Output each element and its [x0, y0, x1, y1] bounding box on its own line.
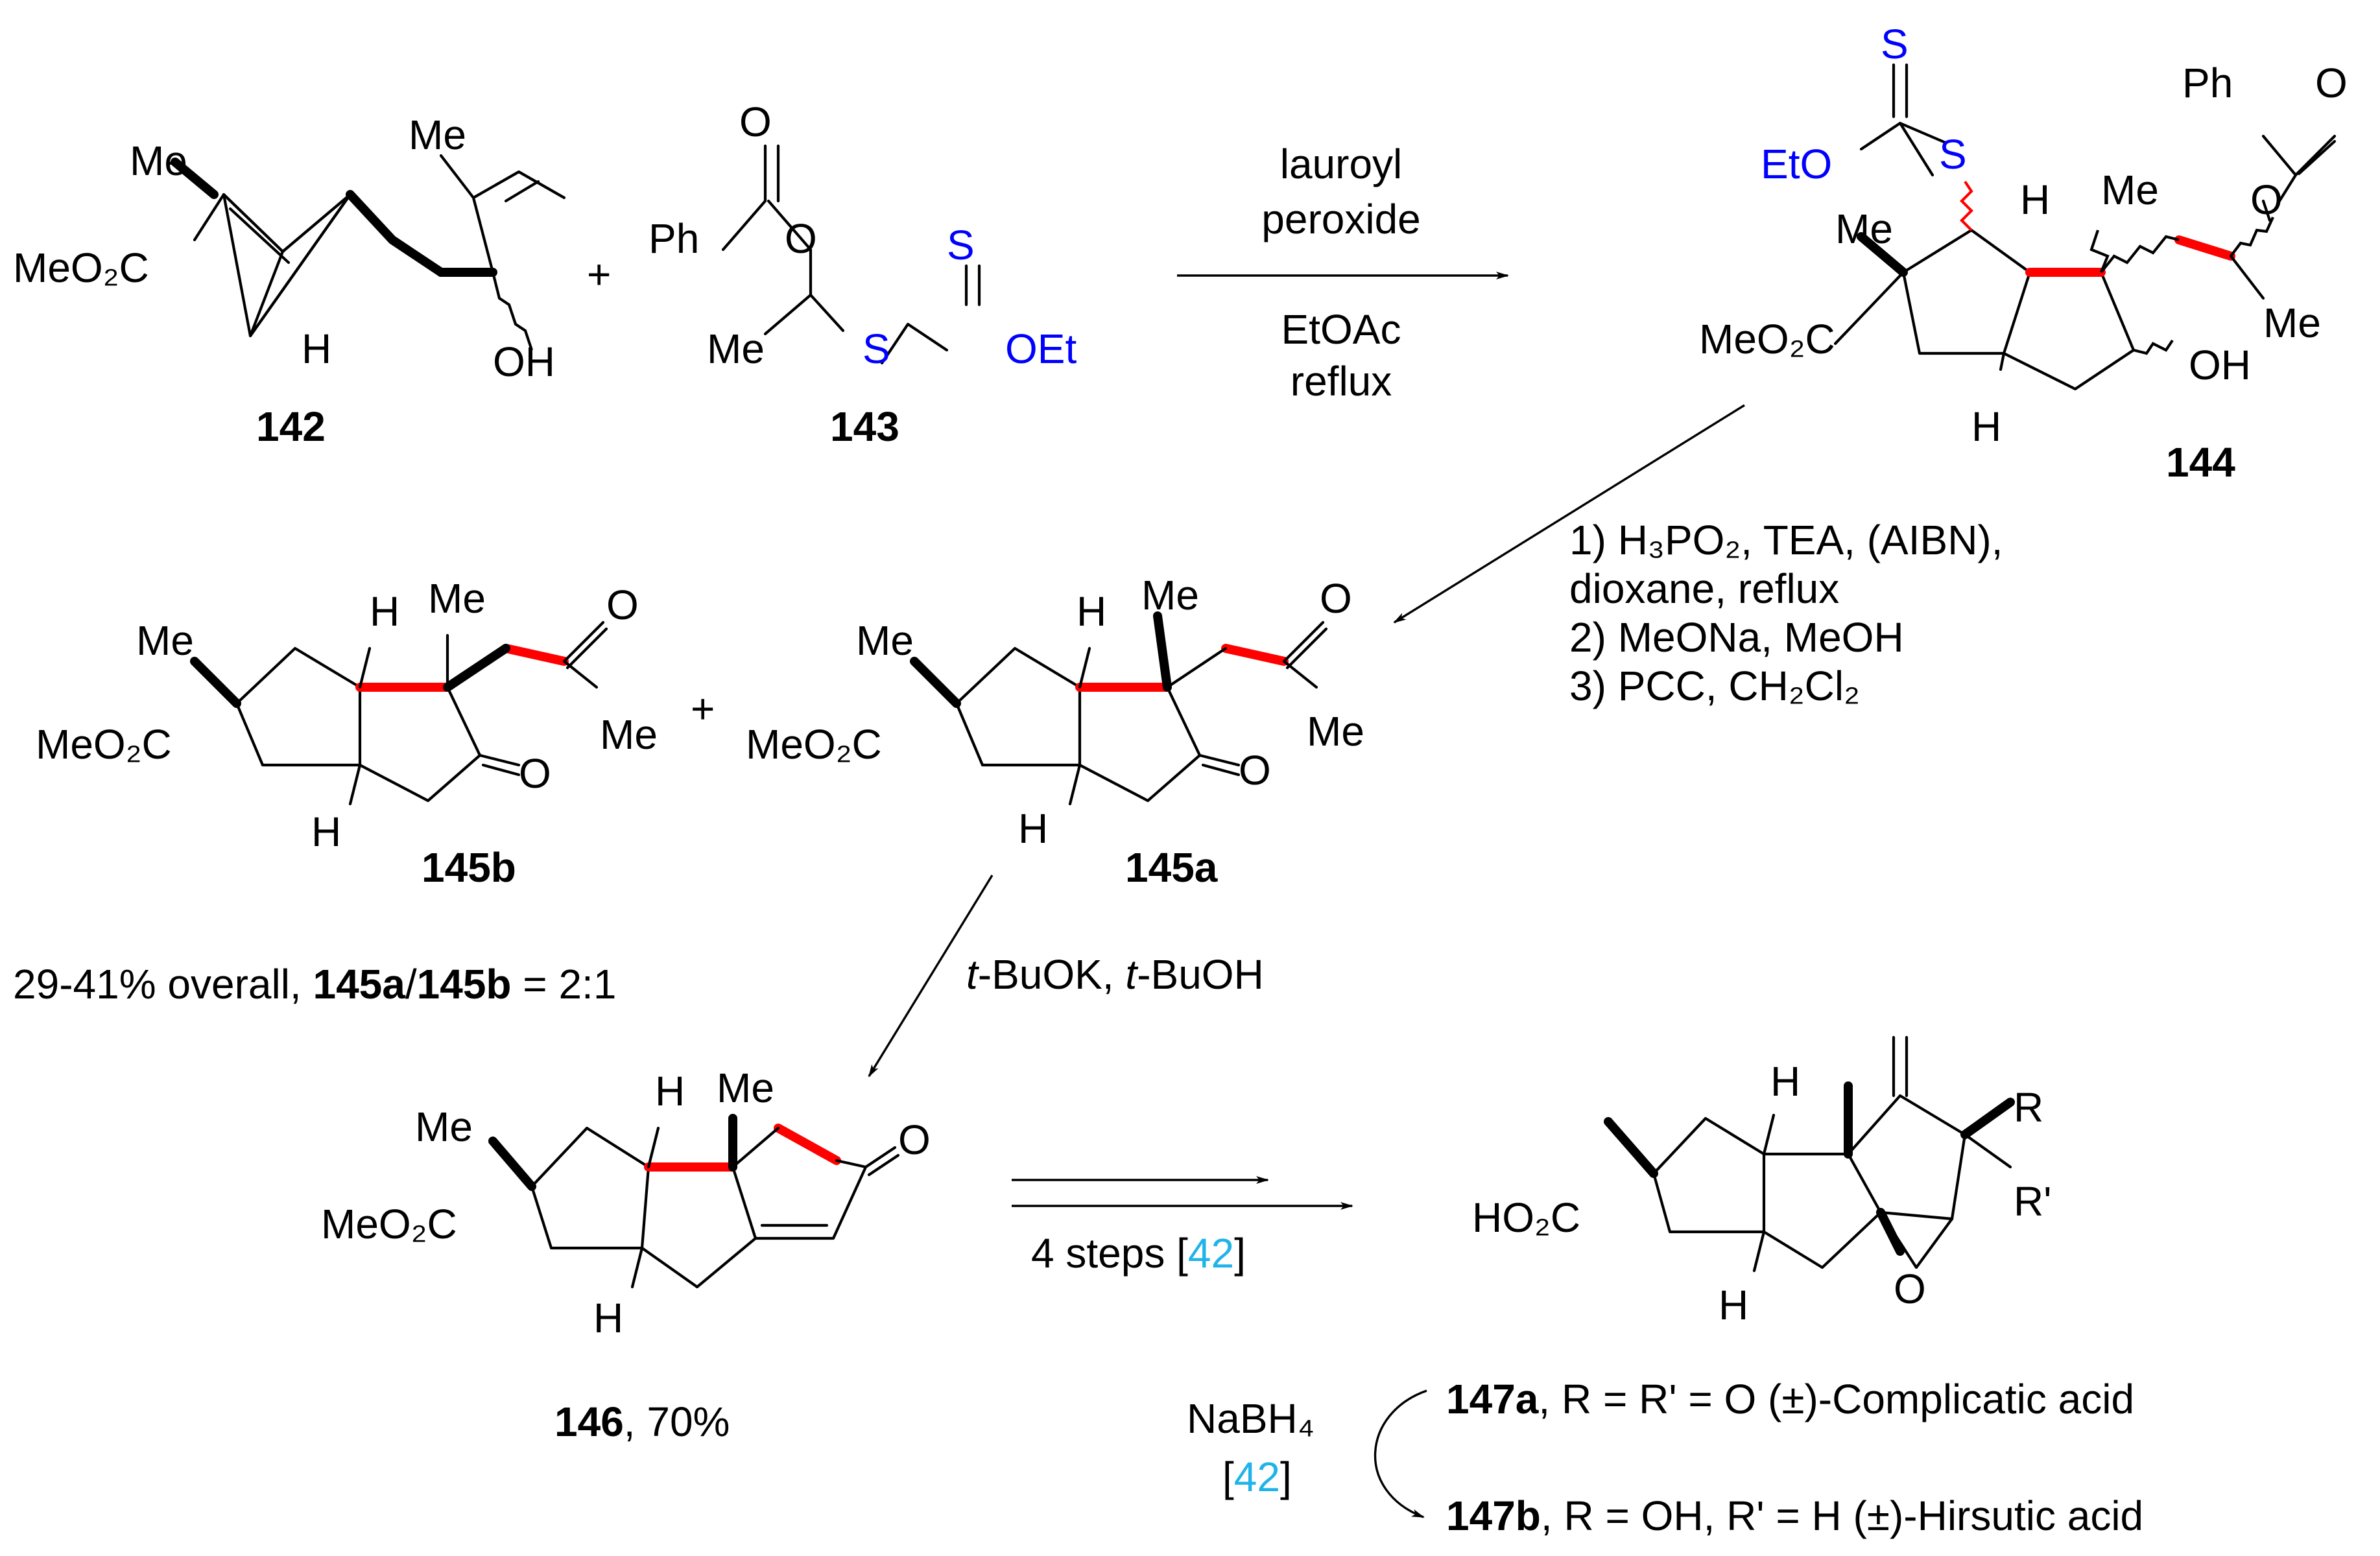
conditions-step5: NaBH₄ [42] [1187, 1395, 1315, 1500]
reaction-arrow-4 [1012, 1176, 1353, 1210]
atom-me: Me [415, 1103, 473, 1150]
svg-text:2) MeONa, MeOH: 2) MeONa, MeOH [1569, 614, 1904, 661]
svg-text:NaBH₄: NaBH₄ [1187, 1395, 1315, 1442]
atom-o: O [739, 99, 772, 145]
atom-me: Me [856, 617, 914, 664]
atom-me: Me [1835, 206, 1893, 252]
compound-142: Me MeO₂C H Me OH 142 [13, 112, 566, 450]
atom-me: Me [1307, 708, 1364, 755]
atom-h: H [593, 1295, 623, 1341]
label-145a: 145a [1125, 844, 1218, 891]
atom-h: H [1719, 1282, 1748, 1328]
svg-text:1) H₃PO₂, TEA, (AIBN),: 1) H₃PO₂, TEA, (AIBN), [1569, 517, 2003, 563]
svg-text:reflux: reflux [1291, 358, 1392, 405]
label-142: 142 [256, 403, 326, 450]
atom-me: Me [707, 325, 765, 372]
atom-eto: EtO [1761, 141, 1832, 187]
atom-meo2c: MeO₂C [1699, 316, 1835, 362]
atom-s: S [863, 325, 890, 372]
atom-me: Me [717, 1065, 774, 1111]
conditions-step3: t-BuOK, t-BuOH [966, 951, 1264, 998]
atom-o: O [1894, 1266, 1926, 1312]
label-143: 143 [830, 403, 899, 450]
atom-me: Me [2263, 300, 2321, 346]
ratio-text: 29-41% overall, 145a/145b = 2:1 [13, 961, 616, 1008]
compound-147: H R R' HO₂C O H [1472, 1035, 2051, 1328]
atom-h: H [302, 325, 331, 372]
reaction-arrow-3 [868, 875, 994, 1078]
svg-text:dioxane, reflux: dioxane, reflux [1569, 565, 1839, 612]
atom-oh: OH [2189, 342, 2251, 388]
atom-meo2c: MeO₂C [13, 244, 149, 291]
atom-o: O [606, 582, 639, 628]
atom-h: H [311, 808, 341, 855]
curved-reduction-arrow [1374, 1389, 1427, 1518]
reaction-arrow-2 [1393, 404, 1745, 624]
atom-oet: OEt [1005, 325, 1077, 372]
atom-h: H [2020, 176, 2050, 223]
atom-me: Me [136, 617, 194, 664]
atom-h: H [1971, 403, 2001, 450]
atom-meo2c: MeO₂C [746, 721, 882, 768]
svg-text:[42]: [42] [1222, 1454, 1292, 1500]
compound-146: Me MeO₂C H Me O H 146, 70% [321, 1065, 931, 1445]
atom-o: O [1320, 575, 1352, 622]
atom-ph: Ph [649, 215, 699, 262]
atom-h: H [370, 588, 399, 635]
atom-o: O [785, 215, 817, 262]
atom-ho2c: HO₂C [1472, 1194, 1580, 1241]
atom-rprime: R' [2014, 1178, 2051, 1225]
atom-me: Me [428, 575, 486, 622]
atom-s: S [947, 222, 975, 268]
atom-o: O [898, 1116, 931, 1163]
atom-me: Me [1141, 572, 1199, 619]
label-147a: 147a, R = R' = O (±)-Complicatic acid [1446, 1376, 2134, 1422]
atom-s: S [1881, 21, 1909, 67]
conditions-step4: 4 steps [42] [1031, 1230, 1246, 1277]
svg-text:EtOAc: EtOAc [1281, 306, 1401, 353]
compound-143: O Ph O Me S S OEt 143 [649, 99, 1077, 450]
atom-r: R [2014, 1084, 2043, 1131]
atom-o: O [2315, 60, 2348, 106]
atom-me: Me [130, 137, 187, 184]
compound-145a: Me MeO₂C H Me O Me O H 145a [746, 572, 1364, 891]
atom-o: O [2250, 176, 2283, 223]
atom-o: O [1239, 747, 1271, 794]
atom-meo2c: MeO₂C [321, 1201, 457, 1247]
atom-oh: OH [493, 338, 555, 385]
atom-me: Me [409, 112, 466, 158]
label-144: 144 [2166, 439, 2235, 486]
label-145b: 145b [422, 844, 516, 891]
svg-text:3) PCC, CH₂Cl₂: 3) PCC, CH₂Cl₂ [1569, 663, 1860, 709]
svg-text:lauroyl: lauroyl [1280, 141, 1403, 187]
atom-h: H [655, 1068, 685, 1114]
plus-sign: + [691, 685, 715, 732]
label-146: 146, 70% [554, 1398, 730, 1445]
compound-145b: Me MeO₂C H Me O Me O H 145b [36, 575, 658, 891]
atom-me: Me [2101, 167, 2159, 213]
atom-s: S [1939, 131, 1967, 178]
atom-meo2c: MeO₂C [36, 721, 172, 768]
compound-144: S EtO S H Me Me MeO₂C H OH Ph O O Me 144 [1699, 21, 2348, 486]
atom-me: Me [600, 711, 658, 758]
atom-h: H [1770, 1058, 1800, 1105]
conditions-step2: 1) H₃PO₂, TEA, (AIBN), dioxane, reflux 2… [1569, 517, 2003, 709]
label-147b: 147b, R = OH, R' = H (±)-Hirsutic acid [1446, 1492, 2143, 1539]
svg-text:peroxide: peroxide [1261, 196, 1421, 242]
plus-sign: + [587, 251, 611, 298]
conditions-step1: lauroyl peroxide EtOAc reflux [1261, 141, 1421, 405]
atom-o: O [519, 750, 551, 797]
atom-h: H [1077, 588, 1106, 635]
atom-ph: Ph [2182, 60, 2233, 106]
atom-h: H [1018, 805, 1048, 852]
